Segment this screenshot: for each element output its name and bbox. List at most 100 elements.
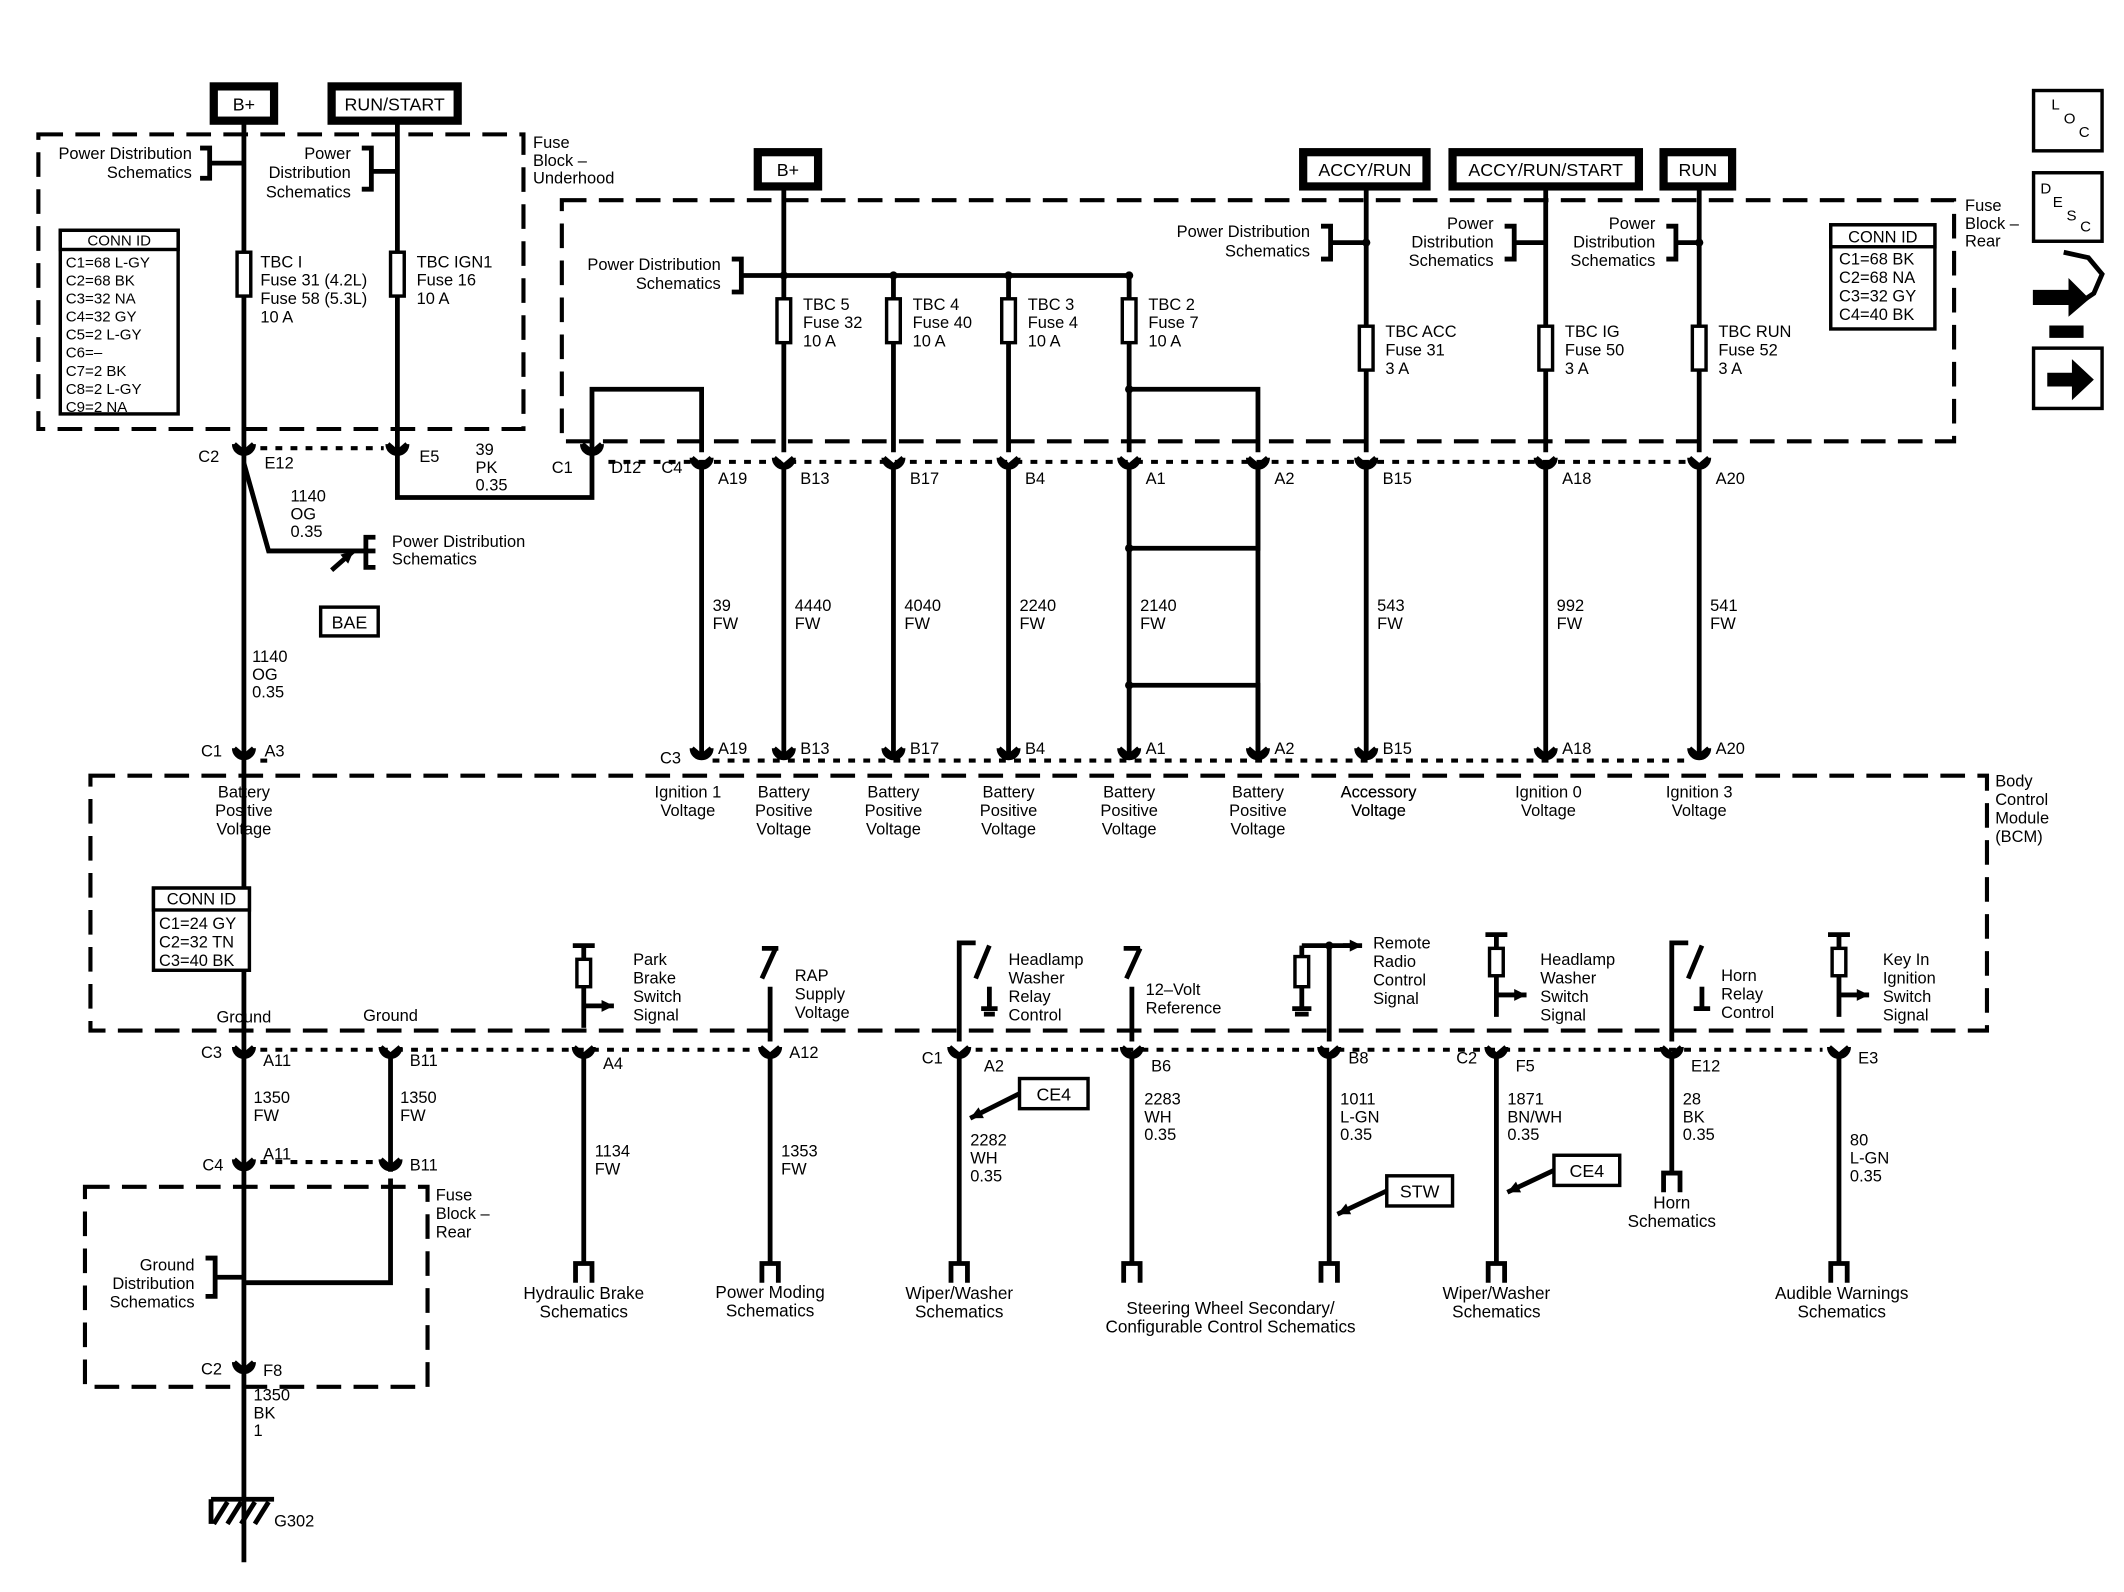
bcm-signal-label: Signal [633, 1006, 679, 1024]
connector-pin-label: B15 [1383, 740, 1412, 758]
bcm-input-label: Ignition 0 [1515, 784, 1582, 802]
bcm-signal-label: Switch [1883, 988, 1931, 1006]
wire-label: OG [291, 505, 317, 523]
bcm-signal-label: Horn [1721, 967, 1757, 985]
signal-arrow-icon [1349, 939, 1363, 952]
bcm-signal-label: Signal [1883, 1006, 1929, 1024]
switch-icon [973, 944, 992, 980]
wire-label: 28 [1683, 1091, 1701, 1109]
fuse-label: 10 A [1148, 333, 1181, 351]
fuse-label: TBC ACC [1385, 323, 1456, 341]
run-source-frame [1659, 148, 1737, 191]
ce4-ref-frame [1017, 1076, 1090, 1111]
bcm-input-label: Battery [218, 784, 271, 802]
underhood-fuse-block-title: Underhood [533, 170, 614, 188]
resistor-icon [1830, 946, 1848, 978]
wire-label: BK [1683, 1108, 1705, 1126]
fuse-label: TBC RUN [1718, 323, 1791, 341]
desc-button[interactable] [2031, 171, 2104, 243]
wire-label: WH [970, 1149, 997, 1167]
wire-label: 2283 [1144, 1091, 1181, 1109]
connector-pin-label: B17 [910, 470, 939, 488]
rear-fuse-icon [1537, 324, 1555, 372]
fuse-label: Fuse 52 [1718, 342, 1777, 360]
stw-ref: STW [1400, 1182, 1440, 1202]
bcm-signal-label: Reference [1146, 999, 1222, 1017]
fuse-label: Fuse 4 [1028, 314, 1078, 332]
bcm-signal-label: Headlamp [1009, 951, 1084, 969]
fuse-label: TBC 4 [913, 296, 960, 314]
fuse-label: TBC IG [1565, 323, 1620, 341]
connector-pin-icon [758, 1045, 782, 1059]
connector-pin-label: A4 [603, 1055, 623, 1073]
connector-label: C3 [660, 749, 681, 767]
bcm-signal-label: Key In [1883, 951, 1930, 969]
destination-label: Horn [1653, 1194, 1690, 1213]
conn-id-row: C4=40 BK [1839, 306, 1914, 324]
connector-pin-icon [1827, 1045, 1851, 1059]
wire-label: 1871 [1507, 1091, 1544, 1109]
bcm-input-label: Battery [758, 784, 811, 802]
fuse-label: TBC 3 [1028, 296, 1075, 314]
wire-label: 0.35 [970, 1167, 1002, 1185]
bcm-signal-label: Ignition [1883, 969, 1936, 987]
bcm-input-label: Ignition 3 [1666, 784, 1733, 802]
bcm-signal-label: Switch [1540, 988, 1588, 1006]
wire-label: FW [904, 615, 930, 633]
connector-pin-label: A2 [1274, 740, 1294, 758]
conn-id-title: CONN ID [167, 890, 237, 908]
bae-ref-frame [318, 605, 380, 638]
connector-pin-label: B13 [800, 470, 829, 488]
wire-label: 1350 [400, 1089, 437, 1107]
ref-bracket [200, 145, 213, 181]
wire-label: FW [795, 615, 821, 633]
wire-label: 1 [254, 1422, 263, 1440]
wire [394, 452, 595, 500]
fuse-label: Fuse 58 (5.3L) [260, 290, 367, 308]
bcm-title: Body [1995, 773, 2033, 791]
connector-pin-label: A1 [1146, 740, 1166, 758]
harness-end-icon [1121, 1261, 1143, 1283]
bcm-input-label: Voltage [1102, 821, 1157, 839]
bcm-signal-label: Relay [1009, 988, 1052, 1006]
fuse-label: 3 A [1718, 360, 1742, 378]
connector-label: C1 [201, 743, 222, 761]
splice-dot [1125, 385, 1134, 394]
conn-id-row: C5=2 L-GY [66, 327, 142, 344]
lower-fuse-block-title: Block – [436, 1205, 491, 1223]
switch-icon [1124, 947, 1143, 980]
connector-label: C1 [552, 459, 573, 477]
loc-icon: C [2079, 124, 2090, 141]
wire-label: FW [1557, 615, 1583, 633]
connector-pin-label: B6 [1151, 1058, 1171, 1076]
ce4-ref: CE4 [1570, 1161, 1605, 1181]
fuse-label: TBC I [260, 253, 302, 271]
connector-pin-icon [1688, 746, 1711, 760]
stw-arrow-icon [1337, 1203, 1352, 1215]
connector-pin-label: B17 [910, 740, 939, 758]
wire-label: FW [1020, 615, 1046, 633]
wire-label: FW [1710, 615, 1736, 633]
wire-label: FW [400, 1107, 426, 1125]
bcm-signal-label: Control [1721, 1004, 1774, 1022]
connector-pin-icon [1355, 746, 1378, 760]
conn-id-row: C3=32 NA [66, 290, 137, 307]
conn-id-row: C3=32 GY [1839, 288, 1916, 306]
conn-id-row: C8=2 L-GY [66, 381, 142, 398]
bcm-signal-label: Signal [1373, 990, 1419, 1008]
connector-pin-icon [1120, 1045, 1144, 1059]
ground-distribution-ref: Schematics [110, 1293, 195, 1311]
bcm-border [88, 773, 1990, 1033]
ground-hatch-icon [239, 1500, 257, 1526]
fuse-tbc-i-icon [235, 250, 253, 298]
power-distribution-ref: Power Distribution [1177, 223, 1310, 241]
rear-fuse-block-title: Rear [1965, 233, 2001, 251]
destination-label: Schematics [1452, 1303, 1540, 1322]
loc-icon: L [2051, 97, 2059, 114]
loc-button[interactable] [2031, 88, 2104, 153]
accy-run-source-frame [1299, 148, 1431, 191]
connector-pin-icon [882, 746, 905, 760]
connector-pin-icon [1117, 746, 1141, 760]
wire-label: 0.35 [291, 523, 323, 541]
power-distribution-ref: Schematics [1409, 252, 1494, 270]
